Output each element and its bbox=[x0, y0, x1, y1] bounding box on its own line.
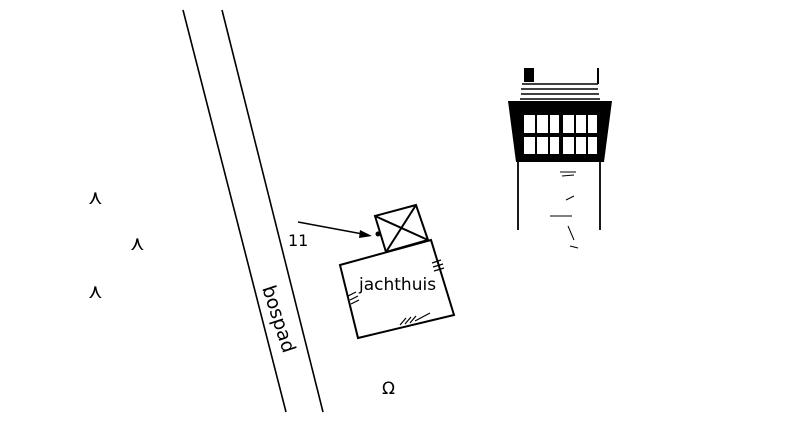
jachthuis-building: jachthuis bbox=[338, 238, 456, 340]
well-icon: Ω bbox=[382, 379, 395, 399]
tree-icon: ⋏ bbox=[130, 231, 145, 255]
tree-symbols: ⋏ ⋏ ⋏ bbox=[88, 185, 145, 303]
small-annex bbox=[373, 203, 430, 254]
bospad-road bbox=[182, 9, 324, 413]
tree-icon: ⋏ bbox=[88, 185, 103, 209]
tree-icon: ⋏ bbox=[88, 279, 103, 303]
number-label: 11 bbox=[288, 231, 308, 250]
watchtower-illustration bbox=[508, 68, 612, 249]
arrow bbox=[297, 221, 381, 238]
building-label: jachthuis bbox=[358, 275, 436, 295]
